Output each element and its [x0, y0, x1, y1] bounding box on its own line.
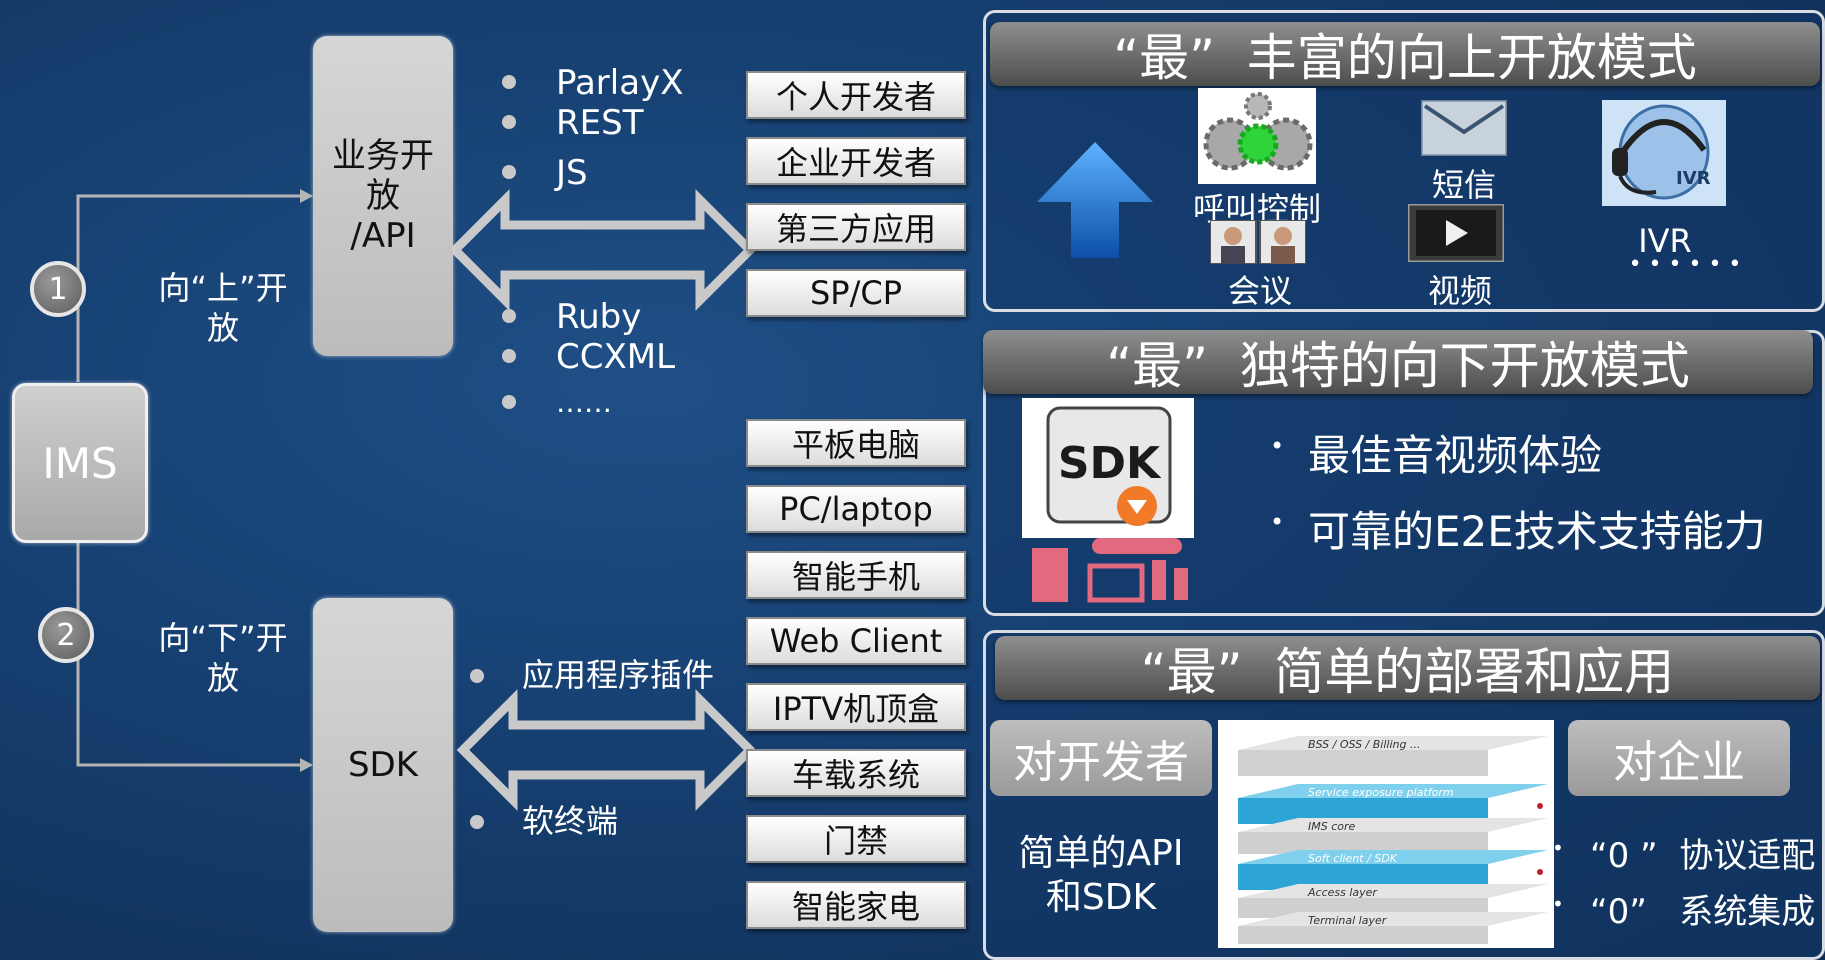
ims-label: IMS: [42, 438, 118, 488]
list-item: ……: [556, 386, 612, 419]
for-enterprise-button[interactable]: 对企业: [1568, 720, 1790, 796]
sdk-icon-text: SDK: [1058, 438, 1162, 489]
panel-deployment-title: “最” 简单的部署和应用: [995, 636, 1820, 701]
ivr-headset-icon: IVR: [1602, 100, 1726, 206]
up-arrow-icon: [1037, 142, 1153, 258]
tag-personal-developer: 个人开发者: [746, 71, 966, 119]
sdk-double-arrow: [456, 689, 757, 811]
bullet-dot: [502, 115, 516, 129]
bullet-zero-protocol: “0 ” 协议适配: [1590, 836, 1816, 876]
list-item: ParlayX: [556, 63, 684, 103]
layer-stack-diagram: BSS / OSS / Billing ... Service exposure…: [1218, 720, 1554, 948]
video-player-icon: [1408, 204, 1504, 262]
step2-label: 向“下”开 放: [158, 619, 288, 697]
layer-label: BSS / OSS / Billing ...: [1308, 738, 1420, 751]
bullet-dot: •: [1552, 836, 1564, 860]
gears-icon: [1198, 88, 1316, 184]
item-ivr: IVR: [1638, 222, 1692, 260]
tag-sp-cp: SP/CP: [746, 269, 966, 317]
tag-pc-laptop: PC/laptop: [746, 485, 966, 533]
bullet-dot: [502, 395, 516, 409]
bullet-dot: •: [1552, 892, 1564, 916]
bullet-dot: [470, 815, 484, 829]
tag-web-client: Web Client: [746, 617, 966, 665]
list-item: REST: [556, 103, 644, 143]
list-item: JS: [556, 153, 588, 193]
api-box-line: 业务开: [332, 136, 434, 176]
panel-upward-title: “最” 丰富的向上开放模式: [990, 22, 1820, 87]
step1-label: 向“上”开 放: [158, 269, 288, 347]
api-double-arrow: [448, 189, 757, 311]
item-video: 视频: [1427, 272, 1492, 310]
layer-label: Service exposure platform: [1308, 786, 1454, 799]
list-item: 软终端: [522, 802, 619, 840]
layer-label: Soft client / SDK: [1308, 852, 1398, 865]
layer-label: IMS core: [1308, 820, 1356, 833]
bullet-dot: [470, 669, 484, 683]
bullet-e2e-support: 可靠的E2E技术支持能力: [1308, 507, 1766, 556]
bullet-dot: •: [1270, 508, 1285, 536]
sdk-box: SDK: [313, 598, 453, 932]
bullet-dot: [502, 309, 516, 323]
bullet-dot: [502, 75, 516, 89]
developer-text: 简单的API 和SDK: [1018, 833, 1184, 918]
ivr-icon-text: IVR: [1676, 168, 1711, 189]
layer-label: Access layer: [1307, 886, 1378, 899]
more-dots: • • • • • •: [1628, 252, 1742, 277]
api-box-line: /API: [350, 216, 416, 256]
tag-smartphone: 智能手机: [746, 551, 966, 599]
item-sms: 短信: [1431, 166, 1496, 204]
panel-downward-title: “最” 独特的向下开放模式: [983, 330, 1813, 395]
tag-tablet: 平板电脑: [746, 419, 966, 467]
api-box: 业务开 放 /API: [313, 36, 453, 356]
item-meeting: 会议: [1227, 272, 1292, 310]
tag-enterprise-developer: 企业开发者: [746, 137, 966, 185]
sdk-download-icon: SDK: [1022, 398, 1194, 603]
ims-box: IMS: [12, 383, 148, 543]
tag-third-party-app: 第三方应用: [746, 203, 966, 251]
bullet-zero-integration: “0” 系统集成: [1590, 892, 1816, 932]
list-item: Ruby: [556, 297, 642, 337]
layer-label: Terminal layer: [1308, 914, 1388, 927]
tag-smart-appliance: 智能家电: [746, 881, 966, 929]
bullet-dot: •: [1270, 432, 1285, 460]
meeting-icon: [1210, 220, 1306, 264]
sms-envelope-icon: [1421, 100, 1507, 156]
tag-vehicle-system: 车载系统: [746, 749, 966, 797]
api-box-line: 放: [366, 176, 400, 216]
bullet-dot: [502, 165, 516, 179]
bullet-dot: [502, 349, 516, 363]
bullet-av-experience: 最佳音视频体验: [1308, 431, 1603, 480]
list-item: CCXML: [556, 337, 676, 377]
tag-iptv-stb: IPTV机顶盒: [746, 683, 966, 731]
for-developers-button[interactable]: 对开发者: [990, 720, 1212, 796]
step1-circle: 1: [30, 261, 86, 317]
list-item: 应用程序插件: [522, 656, 715, 694]
step2-circle: 2: [38, 607, 94, 663]
tag-access-control: 门禁: [746, 815, 966, 863]
